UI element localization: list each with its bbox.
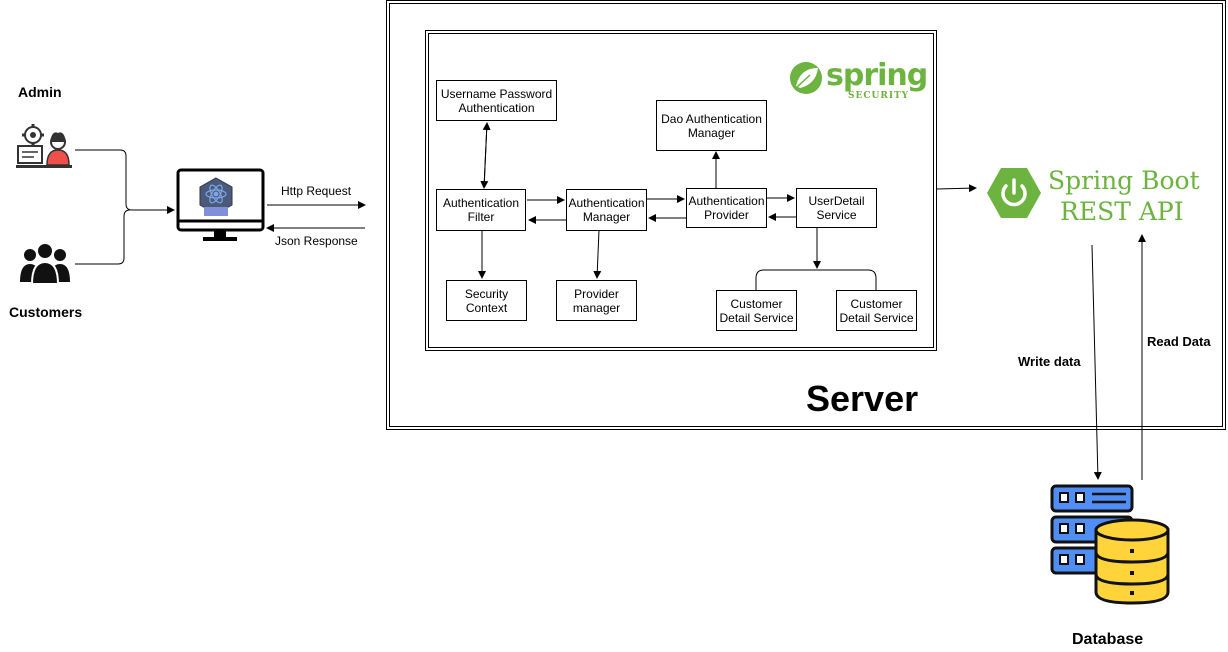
box-customer-detail-service-2: Customer Detail Service <box>836 290 917 331</box>
json-response-label: Json Response <box>275 234 358 248</box>
admin-connector <box>75 149 175 214</box>
box-dao-authentication-manager: Dao Authentication Manager <box>656 100 767 151</box>
spring-security-logo-sub: SECURITY <box>848 91 910 101</box>
server-container-inner-border <box>389 3 1223 427</box>
box-userdetail-service: UserDetail Service <box>796 188 877 228</box>
admin-icon <box>16 124 72 168</box>
box-provider-manager: Provider manager <box>556 280 637 321</box>
server-title: Server <box>806 378 919 419</box>
box-authentication-provider: Authentication Provider <box>686 188 767 228</box>
connector-userdetail-branch <box>755 269 877 290</box>
monitor-icon <box>176 168 265 241</box>
connector-manager-to-providermanager <box>593 229 602 279</box>
spring-boot-power-icon <box>987 168 1041 218</box>
connector-server-to-springboot <box>936 184 977 193</box>
connector-userpass-to-filter <box>480 122 489 189</box>
spring-security-container <box>425 30 937 351</box>
spring-boot-subtitle: REST API <box>1060 197 1184 226</box>
box-username-password-authentication: Username Password Authentication <box>436 80 557 121</box>
customers-label: Customers <box>9 304 83 320</box>
box-authentication-manager: Authentication Manager <box>566 189 647 231</box>
spring-leaf-icon <box>790 62 822 94</box>
write-data-arrow <box>1091 244 1102 480</box>
read-data-label: Read Data <box>1147 334 1211 349</box>
customers-connector <box>75 209 131 265</box>
write-data-label: Write data <box>1018 354 1081 369</box>
box-customer-detail-service-1: Customer Detail Service <box>716 290 797 331</box>
server-container <box>386 0 1226 430</box>
customers-icon <box>20 242 70 285</box>
spring-security-container-inner-border <box>428 33 934 348</box>
admin-label: Admin <box>18 84 62 100</box>
box-security-context: Security Context <box>446 280 527 321</box>
react-logo-icon <box>205 184 227 204</box>
spring-security-logo-word: spring <box>826 58 928 93</box>
box-authentication-filter: Authentication Filter <box>436 189 526 231</box>
database-label: Database <box>1072 631 1144 648</box>
http-request-label: Http Request <box>281 184 352 198</box>
spring-boot-title: Spring Boot <box>1048 166 1200 195</box>
database-icon <box>1050 484 1170 605</box>
db-cylinder-icon <box>1094 518 1170 605</box>
